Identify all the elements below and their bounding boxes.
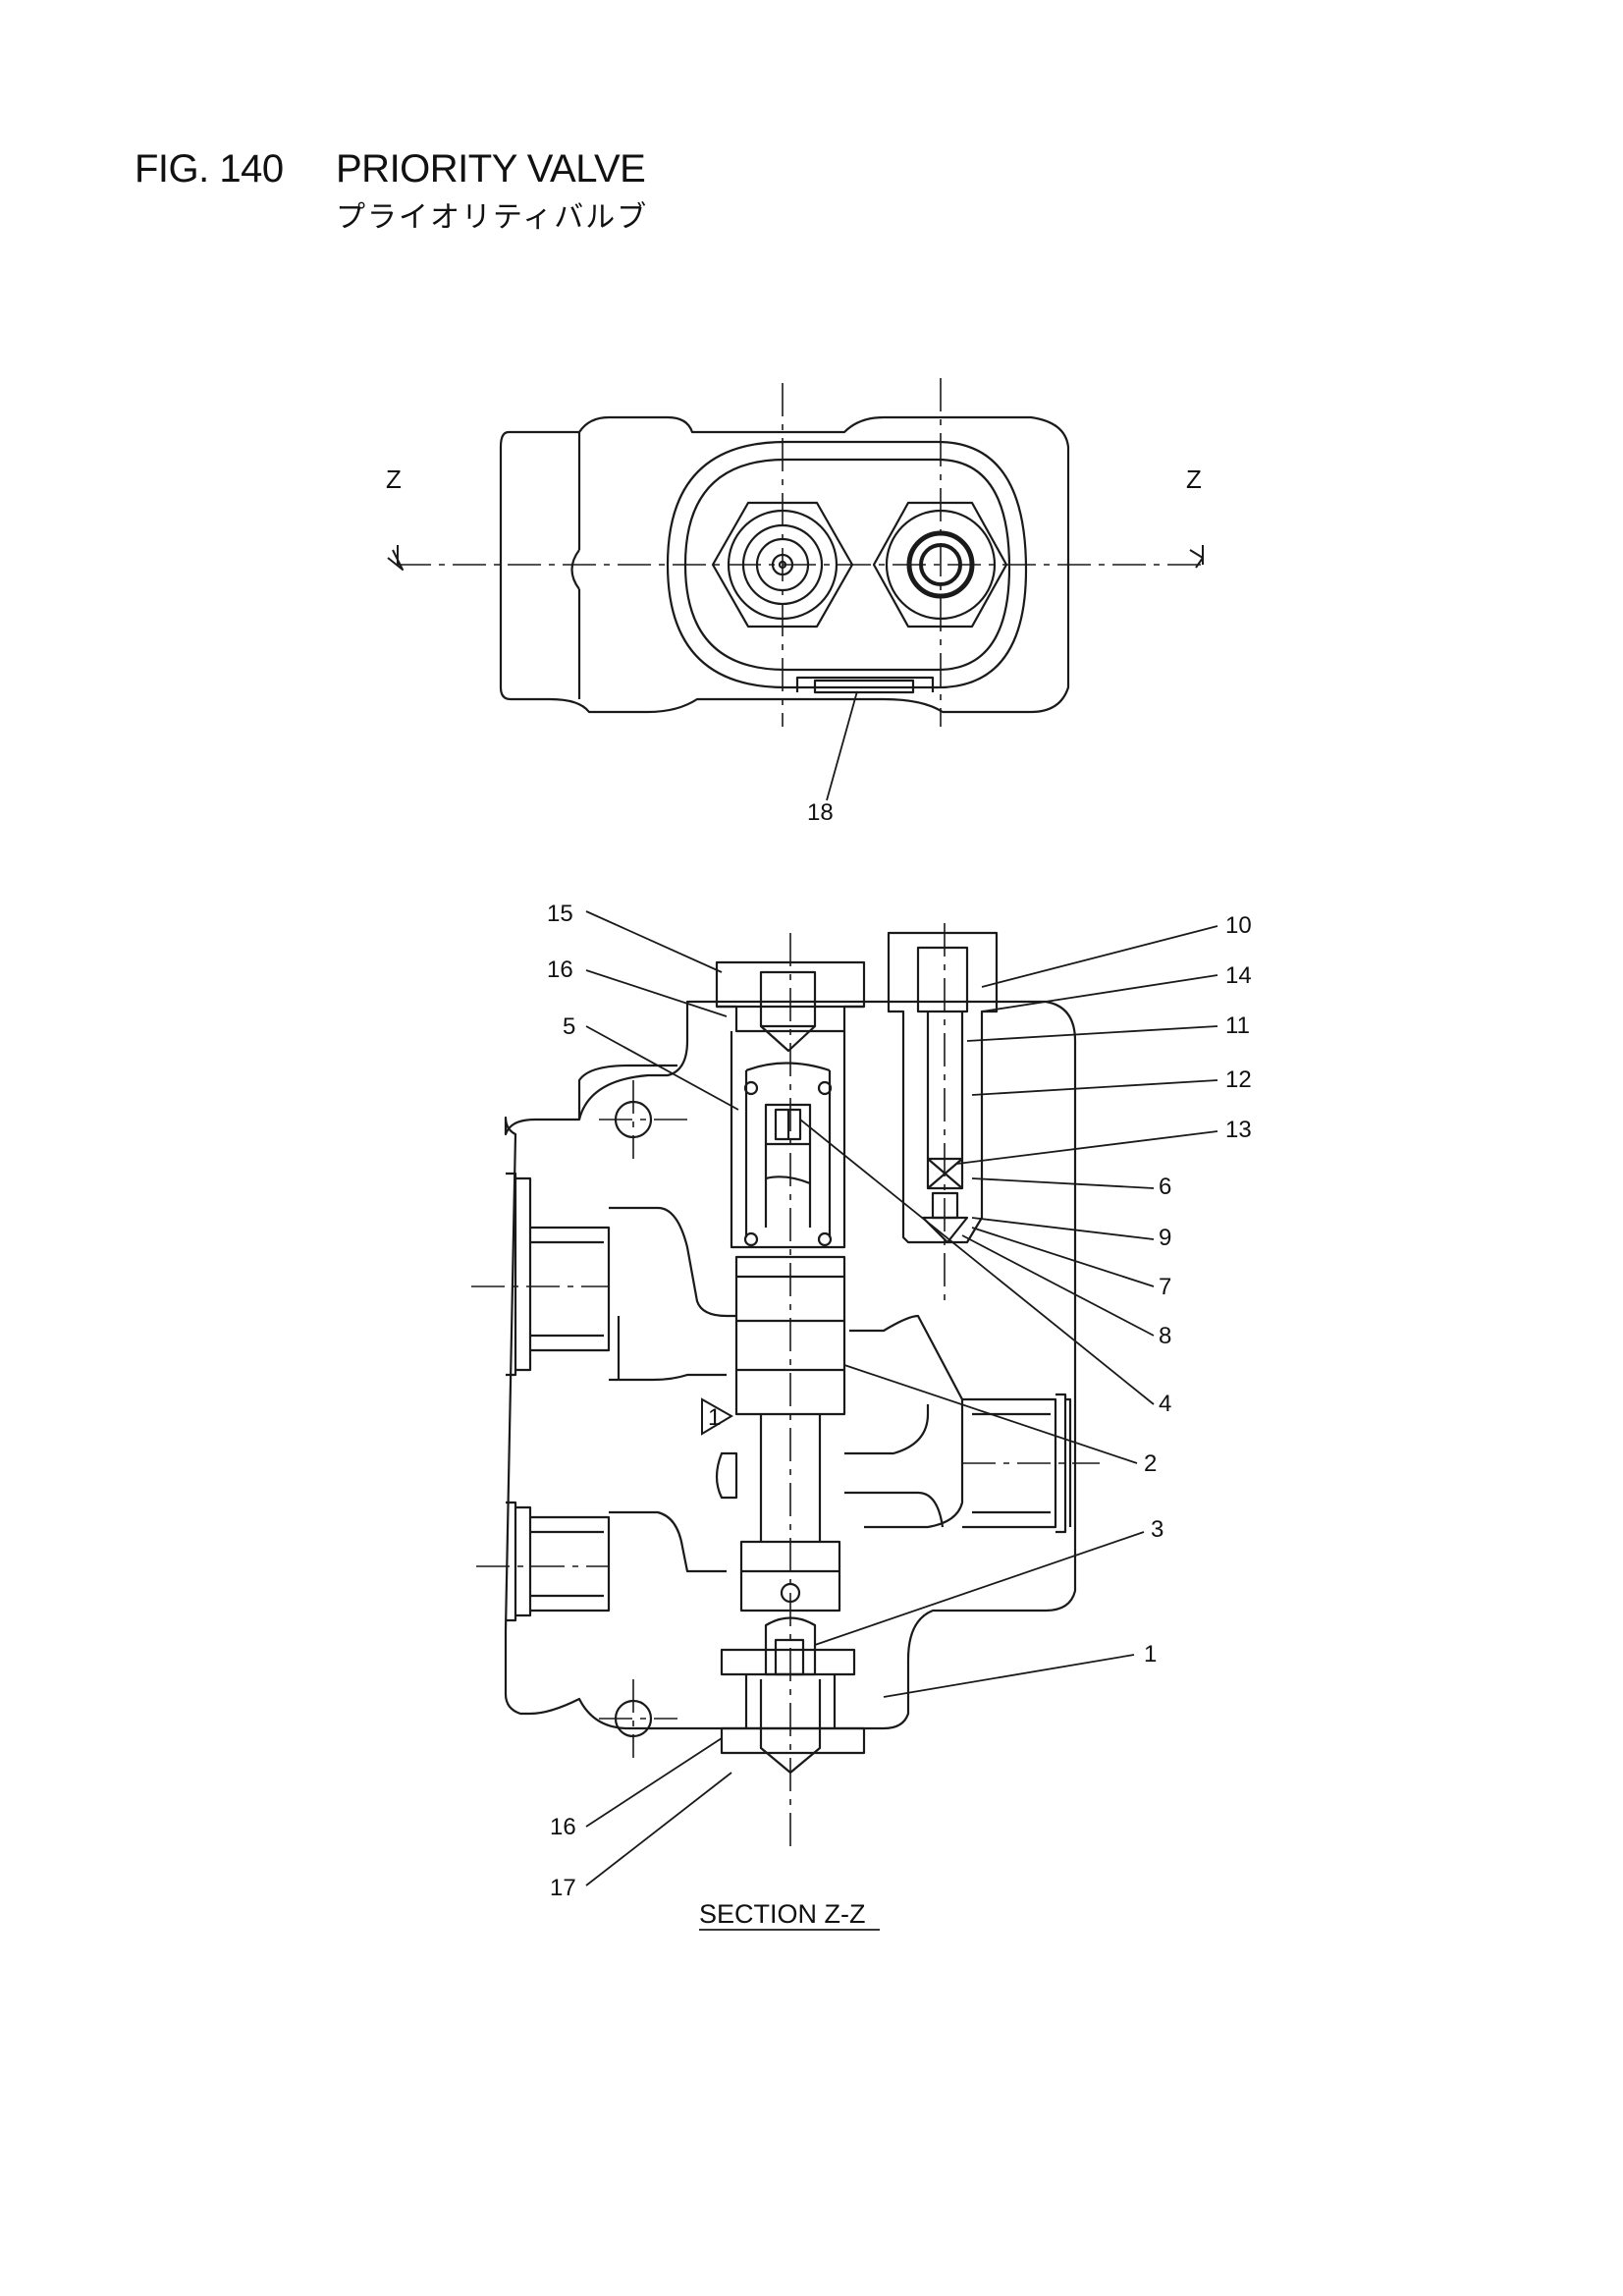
- callout-7: 7: [1159, 1274, 1171, 1300]
- callout-18: 18: [807, 799, 834, 826]
- callout-1: 1: [1144, 1641, 1157, 1667]
- callout-5: 5: [563, 1013, 575, 1040]
- callout-16-bottom: 16: [550, 1814, 576, 1840]
- callout-11: 11: [1225, 1012, 1250, 1039]
- callout-15: 15: [547, 901, 573, 927]
- callout-12: 12: [1225, 1066, 1252, 1093]
- callout-13: 13: [1225, 1117, 1252, 1143]
- section-mark-left: Z: [386, 465, 402, 494]
- callout-14: 14: [1225, 962, 1252, 989]
- callout-10: 10: [1225, 912, 1252, 939]
- figure-number: FIG. 140: [135, 147, 284, 191]
- callout-4: 4: [1159, 1391, 1171, 1417]
- top-view: [499, 415, 1070, 801]
- flow-mark-label: 1: [708, 1404, 721, 1431]
- callout-9: 9: [1159, 1225, 1171, 1251]
- figure-title: PRIORITY VALVE: [336, 147, 646, 191]
- callout-6: 6: [1159, 1174, 1171, 1200]
- callout-2: 2: [1144, 1450, 1157, 1477]
- figure-subtitle: プライオリティバルブ: [336, 201, 649, 234]
- callout-8: 8: [1159, 1323, 1171, 1349]
- flow-direction-mark: [701, 1397, 733, 1436]
- section-caption: SECTION Z-Z: [699, 1899, 866, 1929]
- callout-3: 3: [1151, 1516, 1163, 1543]
- callout-17: 17: [550, 1875, 576, 1901]
- section-mark-right: Z: [1186, 465, 1202, 494]
- callout-16-top: 16: [547, 957, 573, 983]
